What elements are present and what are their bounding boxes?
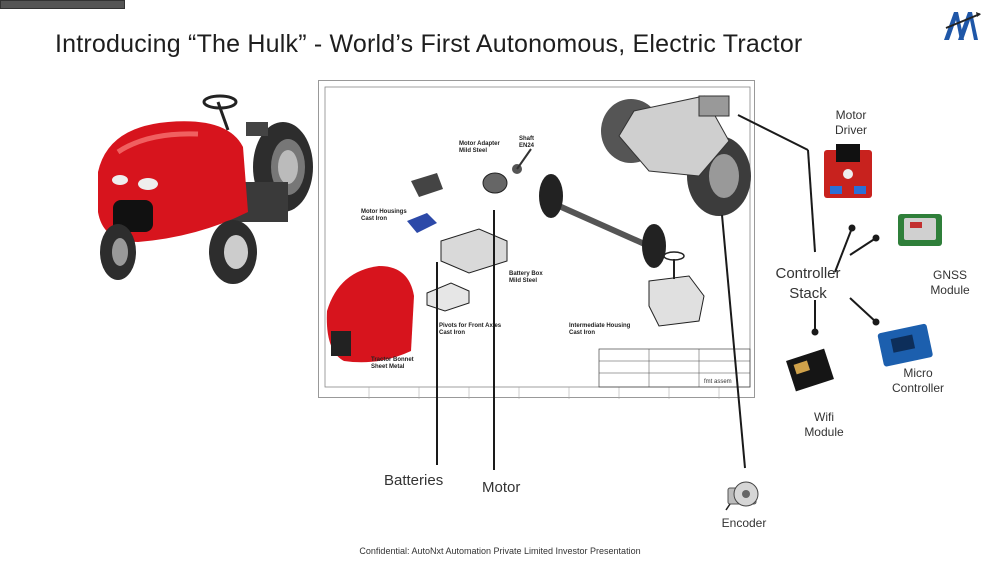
footer-confidential: Confidential: AutoNxt Automation Private… [359, 546, 641, 556]
top-bar [0, 0, 125, 9]
title-block-label: fmt assem [704, 379, 732, 385]
motor-label: Motor [482, 479, 521, 496]
encoder-label: Encoder [721, 516, 767, 530]
tractor-image [78, 92, 323, 287]
encoder-image [724, 478, 764, 512]
autonxt-logo [942, 6, 982, 44]
micro-controller-image [877, 322, 934, 367]
gnss-module-image [896, 210, 946, 250]
wifi-module-image [786, 348, 834, 392]
motor-driver-image [822, 142, 874, 200]
slide-title: Introducing “The Hulk” - World’s First A… [55, 30, 803, 58]
batteries-label: Batteries [384, 472, 444, 489]
